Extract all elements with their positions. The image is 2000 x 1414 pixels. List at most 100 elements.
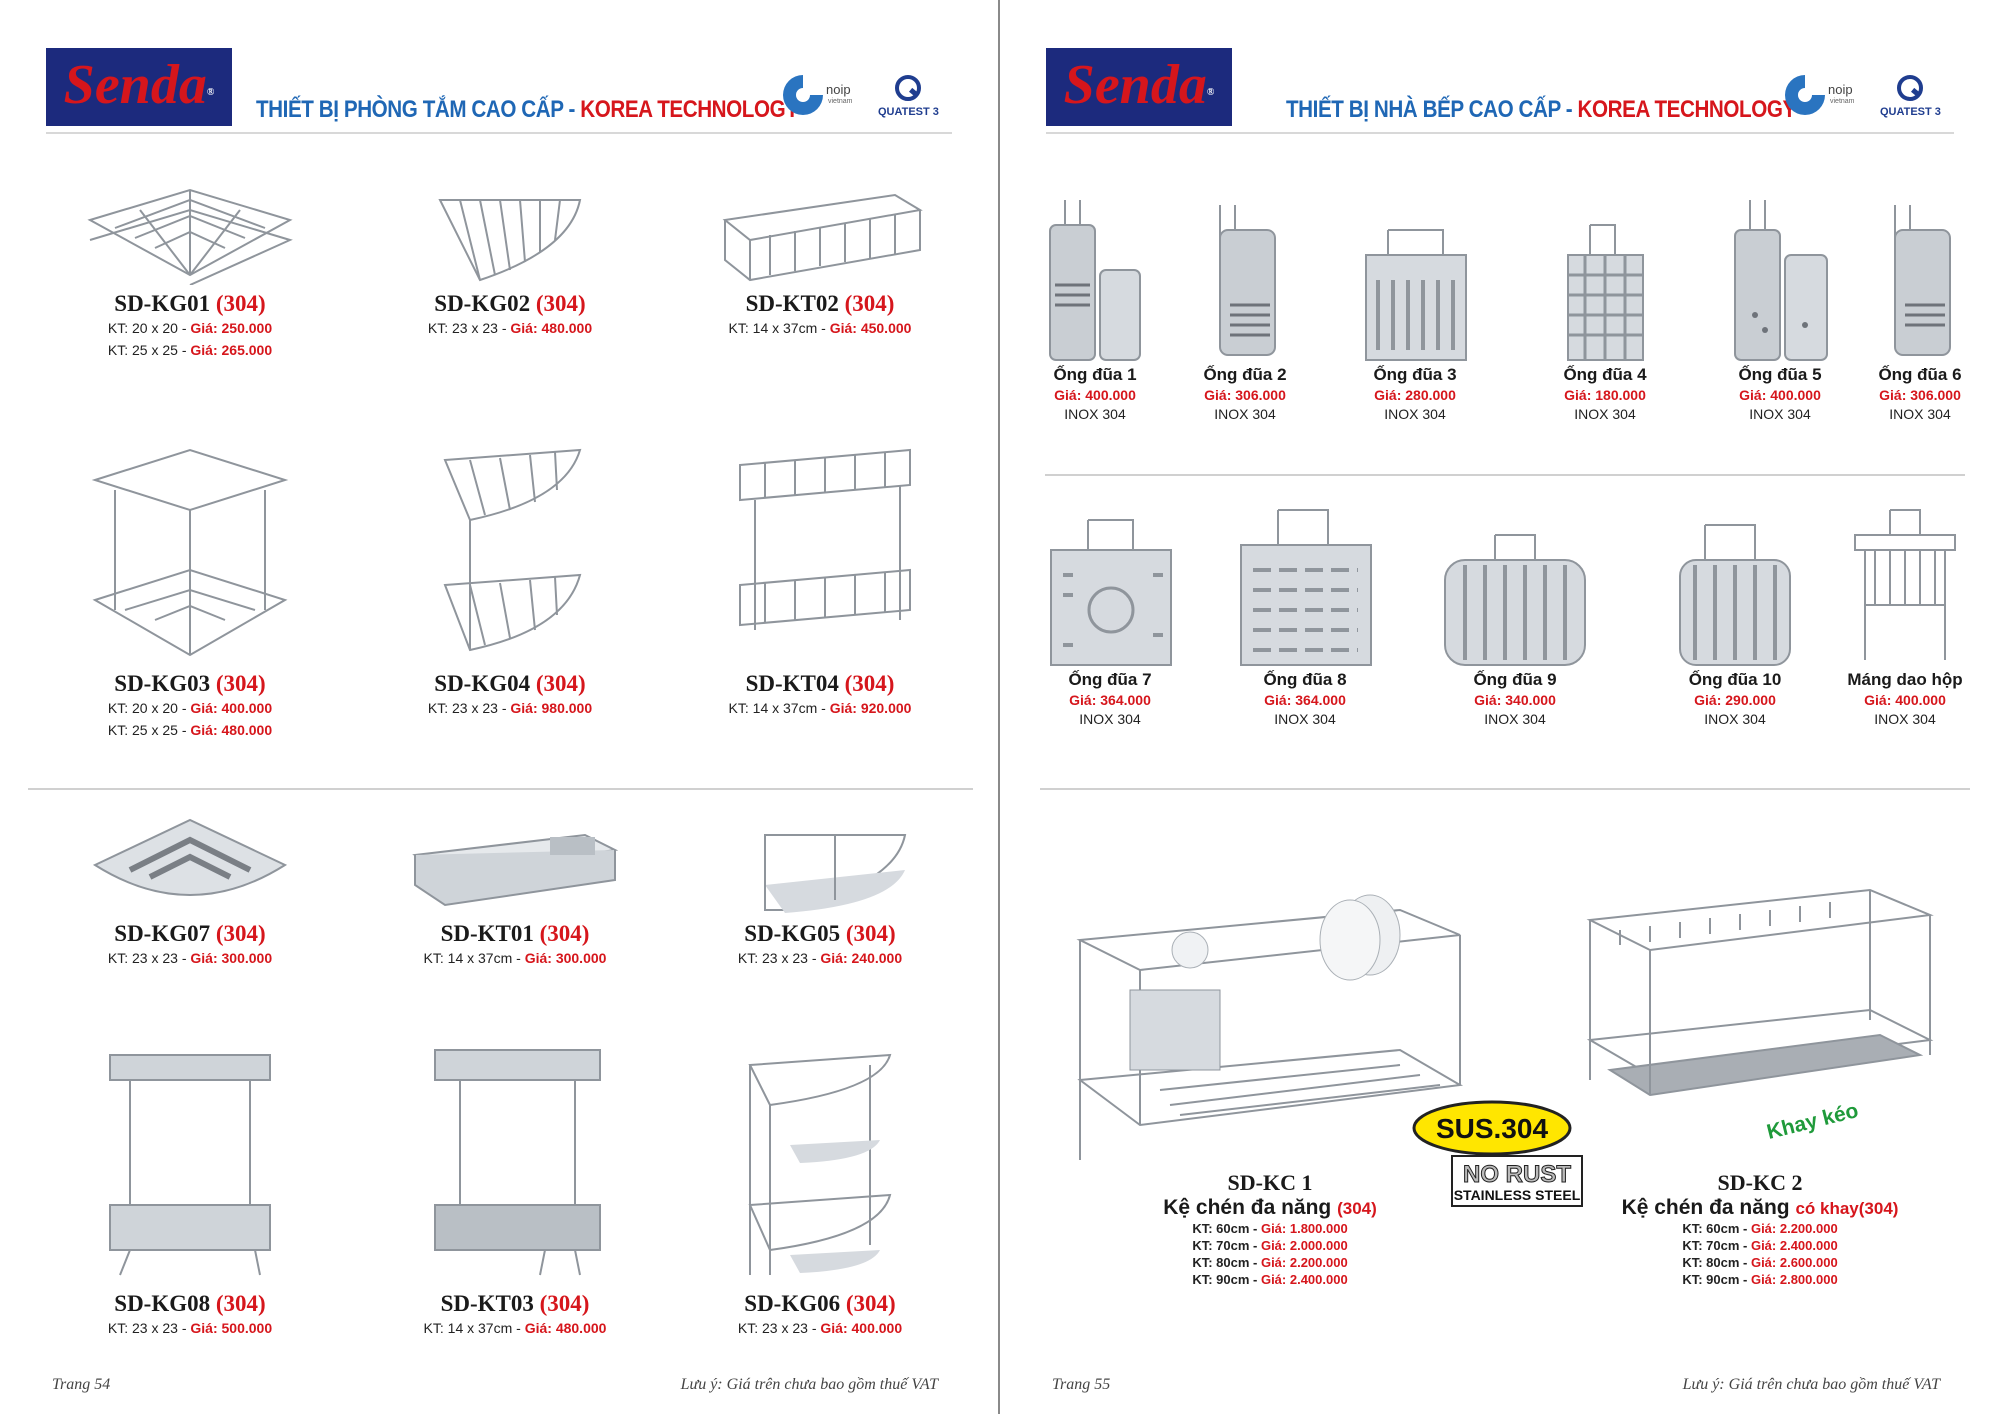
holder-price: Giá: 364.000 (1264, 692, 1346, 708)
quatest-label: QUATEST 3 (878, 106, 939, 118)
two-tier-corner-basket-icon (91, 448, 289, 657)
certifications: noip vietnam QUATEST 3 (1782, 72, 1942, 126)
holder-5[interactable]: Ống đũa 5 Giá: 400.000 INOX 304 (1725, 195, 1835, 423)
noip-sub-label: vietnam (828, 98, 853, 105)
holder-price: Giá: 290.000 (1694, 692, 1776, 708)
vat-note: Lưu ý: Giá trên chưa bao gồm thuế VAT (680, 1376, 938, 1393)
holder-price: Giá: 306.000 (1204, 387, 1286, 403)
holder-price: Giá: 400.000 (1864, 692, 1946, 708)
right-header: Senda® THIẾT BỊ NHÀ BẾP CAO CẤP - KOREA … (1046, 48, 1954, 134)
product-size-price: KT: 14 x 37cm - Giá: 300.000 (423, 950, 607, 966)
page-number: Trang 54 (52, 1376, 111, 1393)
holder-name: Ống đũa 9 (1473, 670, 1557, 689)
two-tier-corner-basket-icon (443, 448, 582, 652)
holder-material: INOX 304 (1889, 406, 1951, 422)
holder-price: Giá: 280.000 (1374, 387, 1456, 403)
product-sd-kg03[interactable]: SD-KG03 (304) KT: 20 x 20 - Giá: 400.000… (75, 440, 305, 741)
holder-price: Giá: 400.000 (1054, 387, 1136, 403)
certifications: noip vietnam QUATEST 3 (780, 72, 940, 126)
quatest-logo-icon (895, 75, 921, 101)
chopstick-holder-icon (1734, 200, 1828, 361)
rack-size-price: KT: 90cm - Giá: 2.800.000 (1682, 1272, 1838, 1287)
product-code: SD-KG01 (304) (114, 291, 266, 316)
product-sd-kg06[interactable]: SD-KG06 (304) KT: 23 x 23 - Giá: 400.000 (700, 1045, 940, 1339)
brand-logo: Senda® (1046, 48, 1232, 126)
rect-basket-icon (722, 193, 923, 282)
svg-text:NO RUST: NO RUST (1463, 1161, 1571, 1188)
product-code: SD-KT03 (304) (440, 1291, 590, 1316)
product-sd-kt01[interactable]: SD-KT01 (304) KT: 14 x 37cm - Giá: 300.0… (395, 815, 635, 969)
product-size-price: KT: 20 x 20 - Giá: 400.000 (107, 700, 273, 716)
product-code: SD-KG05 (304) (744, 921, 896, 946)
product-size-price: KT: 23 x 23 - Giá: 400.000 (737, 1320, 903, 1336)
chopstick-holder-icon (1894, 205, 1951, 356)
rack-size-price: KT: 90cm - Giá: 2.400.000 (1192, 1272, 1348, 1287)
holder-price: Giá: 400.000 (1739, 387, 1821, 403)
dish-rack-with-tray-icon (1586, 888, 1934, 1097)
holder-material: INOX 304 (1484, 711, 1546, 727)
chopstick-holder-icon (1364, 229, 1467, 361)
corner-shelf-icon (764, 834, 907, 913)
product-code: SD-KG04 (304) (434, 671, 586, 696)
holder-10[interactable]: Ống đũa 10 Giá: 290.000 INOX 304 (1665, 520, 1805, 728)
product-sd-kc1[interactable]: SD-KC 1 Kệ chén đa năng (304) KT: 60cm -… (1060, 880, 1480, 1288)
holder-material: INOX 304 (1064, 406, 1126, 422)
knife-rack-box[interactable]: Máng dao hộp Giá: 400.000 INOX 304 (1835, 505, 1975, 728)
holder-4[interactable]: Ống đũa 4 Giá: 180.000 INOX 304 (1555, 220, 1655, 423)
product-code: SD-KG06 (304) (744, 1291, 896, 1316)
rack-size-price: KT: 70cm - Giá: 2.000.000 (1192, 1238, 1348, 1253)
product-size-price: KT: 23 x 23 - Giá: 480.000 (427, 320, 593, 336)
product-sd-kg08[interactable]: SD-KG08 (304) KT: 23 x 23 - Giá: 500.000 (75, 1045, 305, 1339)
holder-name: Máng dao hộp (1847, 670, 1963, 689)
left-page: Senda® THIẾT BỊ PHÒNG TẮM CAO CẤP - KORE… (28, 0, 1000, 1414)
quatest-logo-icon (1897, 75, 1923, 101)
noip-logo-icon (783, 75, 823, 115)
product-sd-kg02[interactable]: SD-KG02 (304) KT: 23 x 23 - Giá: 480.000 (395, 180, 625, 339)
product-size-price: KT: 23 x 23 - Giá: 300.000 (107, 950, 273, 966)
chopstick-holder-icon (1219, 205, 1276, 356)
rect-shelf-icon (412, 833, 619, 907)
quatest-label: QUATEST 3 (1880, 106, 1941, 118)
svg-text:SUS.304: SUS.304 (1436, 1113, 1548, 1144)
holder-9[interactable]: Ống đũa 9 Giá: 340.000 INOX 304 (1440, 530, 1590, 728)
holder-material: INOX 304 (1384, 406, 1446, 422)
vat-note: Lưu ý: Giá trên chưa bao gồm thuế VAT (1682, 1376, 1940, 1393)
product-size-price: KT: 23 x 23 - Giá: 240.000 (737, 950, 903, 966)
two-tier-rect-basket-icon (739, 448, 911, 630)
product-size-price: KT: 23 x 23 - Giá: 980.000 (427, 700, 593, 716)
product-sd-kg05[interactable]: SD-KG05 (304) KT: 23 x 23 - Giá: 240.000 (700, 815, 940, 969)
holder-material: INOX 304 (1749, 406, 1811, 422)
holder-name: Ống đũa 8 (1263, 670, 1347, 689)
product-sd-kg07[interactable]: SD-KG07 (304) KT: 23 x 23 - Giá: 300.000 (75, 815, 305, 969)
holder-1[interactable]: Ống đũa 1 Giá: 400.000 INOX 304 (1040, 195, 1150, 423)
holder-8[interactable]: Ống đũa 8 Giá: 364.000 INOX 304 (1230, 505, 1380, 728)
holder-2[interactable]: Ống đũa 2 Giá: 306.000 INOX 304 (1195, 195, 1295, 423)
product-sd-kg04[interactable]: SD-KG04 (304) KT: 23 x 23 - Giá: 980.000 (395, 440, 625, 719)
product-sd-kc2[interactable]: SD-KC 2 Kệ chén đa năng có khay(304) KT:… (1580, 870, 1940, 1288)
holder-name: Ống đũa 7 (1068, 670, 1152, 689)
product-code: SD-KT02 (304) (745, 291, 895, 316)
chopstick-holder-icon (1049, 200, 1141, 361)
sus304-badge-icon: SUS.304 NO RUST STAINLESS STEEL (1412, 1100, 1583, 1207)
product-size-price: KT: 23 x 23 - Giá: 500.000 (107, 1320, 273, 1336)
rack-size-price: KT: 70cm - Giá: 2.400.000 (1682, 1238, 1838, 1253)
chopstick-holder-icon (1049, 519, 1172, 666)
holder-3[interactable]: Ống đũa 3 Giá: 280.000 INOX 304 (1355, 220, 1475, 423)
sus304-badge: SUS.304 NO RUST STAINLESS STEEL (1412, 1098, 1592, 1208)
holder-material: INOX 304 (1079, 711, 1141, 727)
rack-code: SD-KC 1 (1227, 1170, 1313, 1195)
two-tier-rect-shelf-icon (434, 1049, 601, 1276)
product-sd-kt02[interactable]: SD-KT02 (304) KT: 14 x 37cm - Giá: 450.0… (700, 180, 940, 339)
holder-name: Ống đũa 3 (1373, 365, 1457, 384)
section-divider (28, 788, 973, 790)
product-size-price: KT: 25 x 25 - Giá: 480.000 (107, 722, 273, 738)
rack-name: Kệ chén đa năng (304) (1163, 1196, 1377, 1219)
holder-6[interactable]: Ống đũa 6 Giá: 306.000 INOX 304 (1870, 195, 1970, 423)
section-divider (1040, 788, 1970, 790)
product-sd-kt03[interactable]: SD-KT03 (304) KT: 14 x 37cm - Giá: 480.0… (395, 1045, 635, 1339)
product-code: SD-KG08 (304) (114, 1291, 266, 1316)
holder-7[interactable]: Ống đũa 7 Giá: 364.000 INOX 304 (1040, 515, 1180, 728)
product-sd-kg01[interactable]: SD-KG01 (304) KT: 20 x 20 - Giá: 250.000… (75, 180, 305, 361)
product-sd-kt04[interactable]: SD-KT04 (304) KT: 14 x 37cm - Giá: 920.0… (700, 440, 940, 719)
